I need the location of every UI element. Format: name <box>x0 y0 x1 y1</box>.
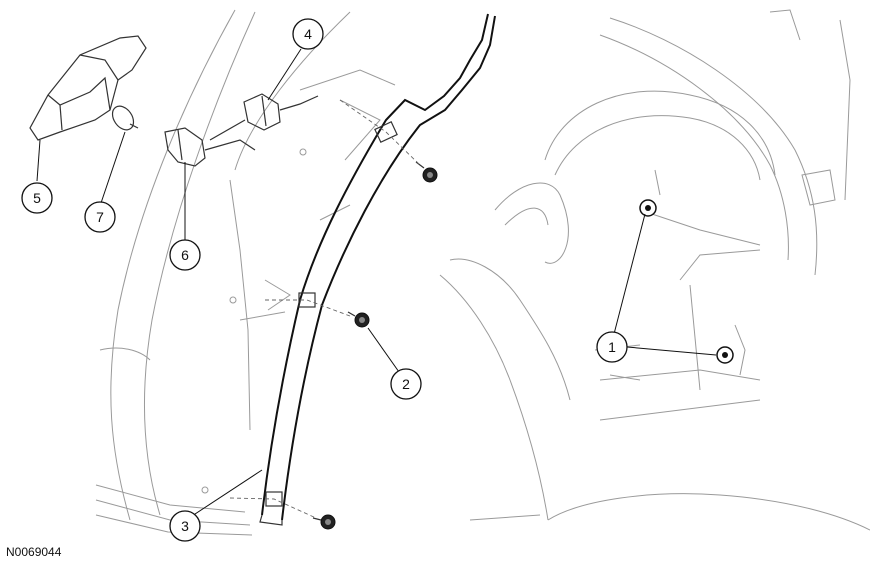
screw-upper-strip <box>415 161 438 183</box>
wiring-connector <box>209 93 319 141</box>
svg-text:2: 2 <box>402 376 410 392</box>
svg-text:4: 4 <box>304 26 312 42</box>
svg-text:6: 6 <box>181 247 189 263</box>
fastener-screws <box>312 161 734 530</box>
callout-7: 7 <box>84 201 116 233</box>
wheel-lip-moulding <box>259 13 496 526</box>
wheelhouse-body-structure <box>439 9 870 531</box>
svg-text:1: 1 <box>608 339 616 355</box>
bulb <box>111 105 139 131</box>
callout-4: 4 <box>292 18 324 50</box>
svg-text:5: 5 <box>33 190 41 206</box>
svg-text:3: 3 <box>181 518 189 534</box>
bulb-socket <box>164 127 256 167</box>
side-marker-lamp-housing <box>29 35 147 141</box>
callout-2: 2 <box>390 368 422 400</box>
callout-1: 1 <box>596 331 628 363</box>
screw-wheelhouse-upper <box>639 199 657 217</box>
figure-id-label: N0069044 <box>6 545 62 559</box>
callout-3: 3 <box>169 510 201 542</box>
screw-wheelhouse-lower <box>716 346 734 364</box>
fender-liner-outline <box>95 9 396 536</box>
screw-middle-strip <box>347 311 370 328</box>
svg-text:7: 7 <box>96 209 104 225</box>
leader-lines <box>36 48 717 517</box>
screw-lower-strip <box>312 514 336 530</box>
callout-5: 5 <box>21 182 53 214</box>
callout-6: 6 <box>169 239 201 271</box>
alignment-lines <box>229 99 421 519</box>
